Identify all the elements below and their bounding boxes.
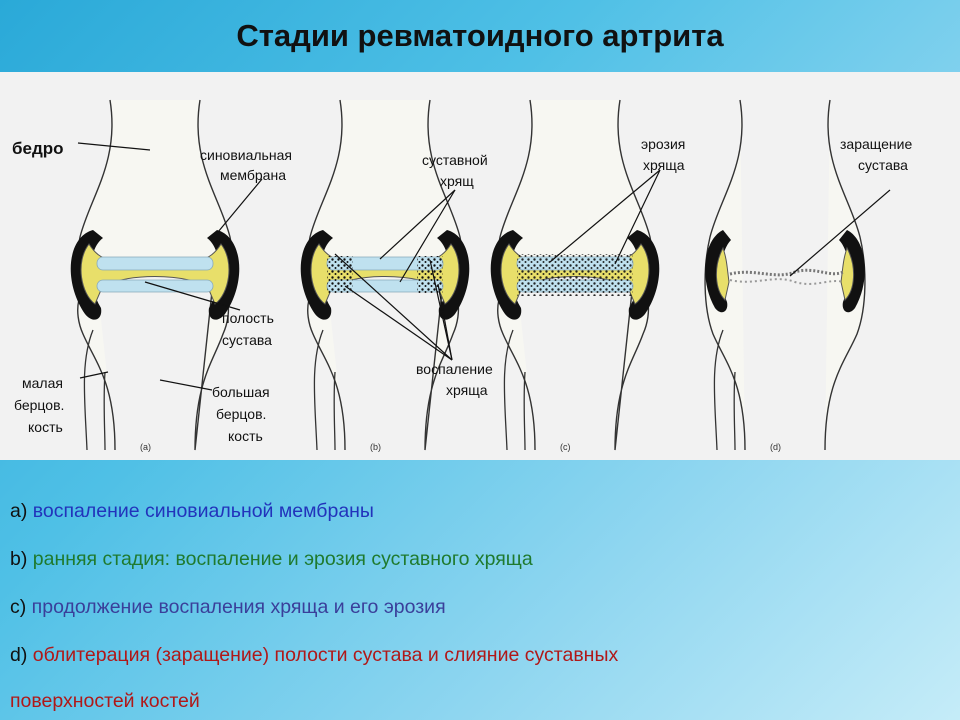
label-cavity-line2: сустава (222, 332, 272, 348)
femur-bone (498, 99, 652, 271)
caption-c: c) продолжение воспаления хряща и его эр… (10, 596, 446, 619)
fusion-line (729, 278, 844, 285)
label-cartilage-line2: хрящ (440, 173, 474, 189)
label-erosion-line1: эрозия (641, 136, 685, 152)
title-bar: Стадии ревматоидного артрита (0, 0, 960, 72)
label-synovial-line2: мембрана (220, 167, 286, 183)
caption-key: c) (10, 596, 27, 618)
caption-key: a) (10, 500, 28, 522)
cartilage-upper (96, 256, 214, 271)
caption-text: ранняя стадия: воспаление и эрозия суста… (32, 548, 533, 570)
joint-fluid (716, 246, 854, 301)
label-fibula-line2: берцов. (14, 397, 64, 413)
fibula-bone (503, 329, 526, 451)
femur-bone (308, 99, 462, 271)
caption-a: a) воспаление синовиальной мембраны (10, 500, 374, 523)
page-title: Стадии ревматоидного артрита (236, 18, 724, 53)
label-fibula-line1: малая (22, 375, 63, 391)
panel-tag-c: (c) (560, 442, 571, 452)
joint-panel-c: (c) (490, 99, 660, 452)
caption-d: d) облитерация (заращение) полости суста… (10, 644, 618, 667)
label-tibia-line2: берцов. (216, 406, 266, 422)
label-cartilage-line1: суставной (422, 152, 488, 168)
label-femur: бедро (12, 139, 64, 158)
leader-lines (77, 142, 891, 391)
figure-panel: (a) (b) (c) (0, 72, 960, 460)
caption-d-continued: поверхностей костей (10, 690, 200, 713)
caption-text: поверхностей костей (10, 690, 200, 712)
fibula-bone (83, 329, 106, 451)
caption-key: b) (10, 548, 28, 570)
caption-key: d) (10, 644, 28, 666)
fusion-line (729, 268, 844, 277)
panel-tag-a: (a) (140, 442, 151, 452)
inflamed-edge (327, 256, 353, 294)
label-fibula-line3: кость (28, 419, 63, 435)
label-inflammation-line2: хряща (446, 382, 488, 398)
joint-panel-d: (d) (704, 99, 866, 452)
label-synovial-line1: синовиальная (200, 147, 292, 163)
cartilage-lower (96, 279, 214, 293)
caption-b: b) ранняя стадия: воспаление и эрозия су… (10, 548, 533, 571)
label-fusion-line2: сустава (858, 157, 908, 173)
joint-panel-a: (a) (70, 99, 240, 452)
captions-list: a) воспаление синовиальной мембраны b) р… (0, 460, 960, 720)
fibula-bone (313, 329, 336, 451)
label-cavity-line1: полость (222, 310, 274, 326)
fibula-bone (713, 329, 736, 451)
caption-text: продолжение воспаления хряща и его эрози… (31, 596, 446, 618)
label-tibia-line1: большая (212, 384, 270, 400)
label-tibia-line3: кость (228, 428, 263, 444)
label-erosion-line2: хряща (643, 157, 685, 173)
femur-bone (78, 99, 232, 271)
joint-diagram: (a) (b) (c) (12, 99, 912, 452)
joint-panel-b: (b) (300, 99, 470, 452)
panel-tag-b: (b) (370, 442, 381, 452)
fused-bone (704, 99, 866, 451)
label-inflammation-line1: воспаление (416, 361, 493, 377)
eroded-cartilage (517, 254, 633, 296)
caption-text: облитерация (заращение) полости сустава … (32, 644, 619, 666)
label-fusion-line1: заращение (840, 136, 912, 152)
caption-text: воспаление синовиальной мембраны (32, 500, 374, 522)
panel-tag-d: (d) (770, 442, 781, 452)
